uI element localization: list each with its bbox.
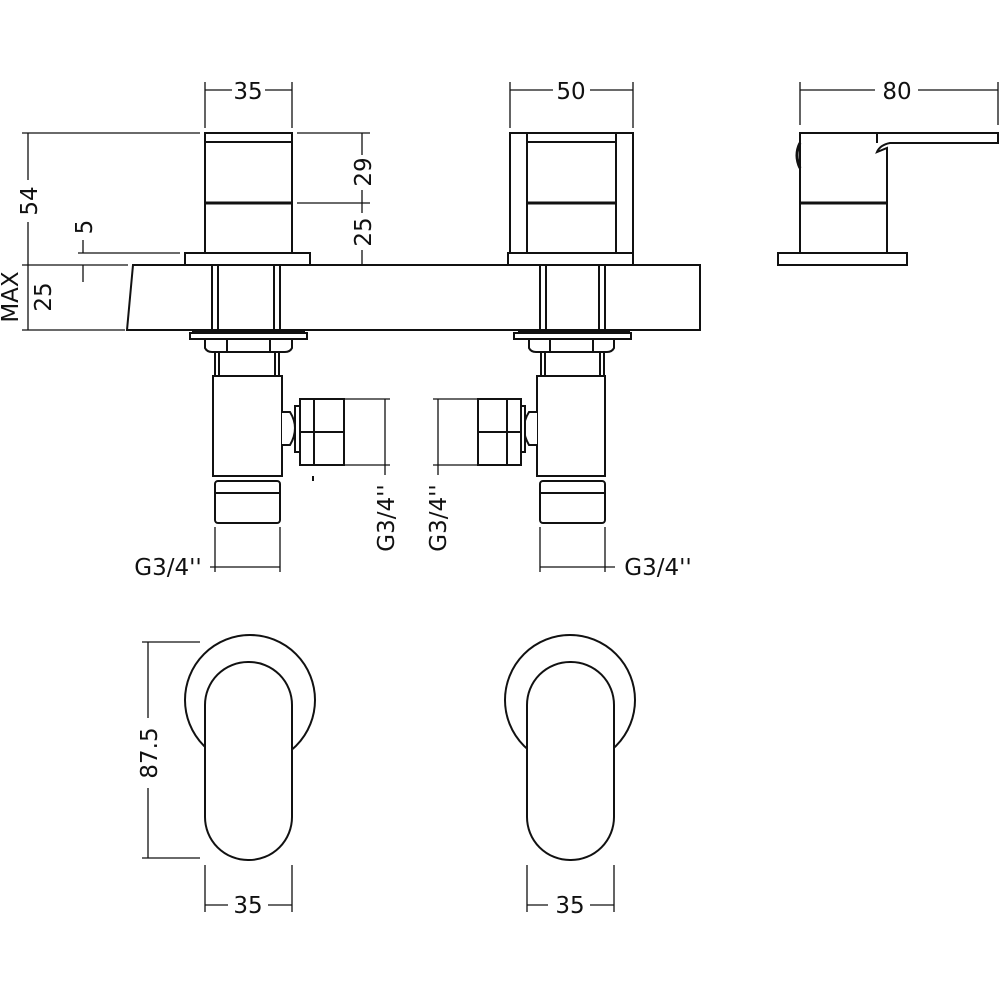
dim-g34-right-bottom: G3/4'': [624, 555, 691, 581]
dim-g34-left-bottom: G3/4'': [134, 555, 201, 581]
dim-87-5: 87.5: [137, 727, 163, 778]
side-view: [777, 132, 999, 266]
dim-g34-right-side: G3/4'': [426, 484, 452, 551]
dim-35-front-left: 35: [233, 893, 262, 919]
dimension-lines: [22, 82, 999, 912]
left-tap-elevation: [184, 132, 345, 524]
dim-54: 54: [17, 186, 43, 215]
dimension-labels: 35 50 80 54 29 25 5 MAX 25 G3/4'' G3/4''…: [0, 79, 912, 919]
dim-50-top: 50: [556, 79, 585, 105]
left-front-view: [184, 634, 316, 861]
dim-25-upper: 25: [351, 217, 377, 246]
dim-max-25: 25: [31, 282, 57, 311]
countertop-section: [125, 264, 701, 331]
dim-5: 5: [72, 220, 98, 235]
dim-29: 29: [351, 157, 377, 186]
dim-g34-left-side: G3/4'': [374, 484, 400, 551]
dim-max-label: MAX: [0, 271, 24, 323]
right-tap-elevation: [477, 132, 634, 524]
dim-35-front-right: 35: [555, 893, 584, 919]
dim-35-top: 35: [233, 79, 262, 105]
right-front-view: [504, 634, 636, 861]
dim-80-side: 80: [882, 79, 911, 105]
